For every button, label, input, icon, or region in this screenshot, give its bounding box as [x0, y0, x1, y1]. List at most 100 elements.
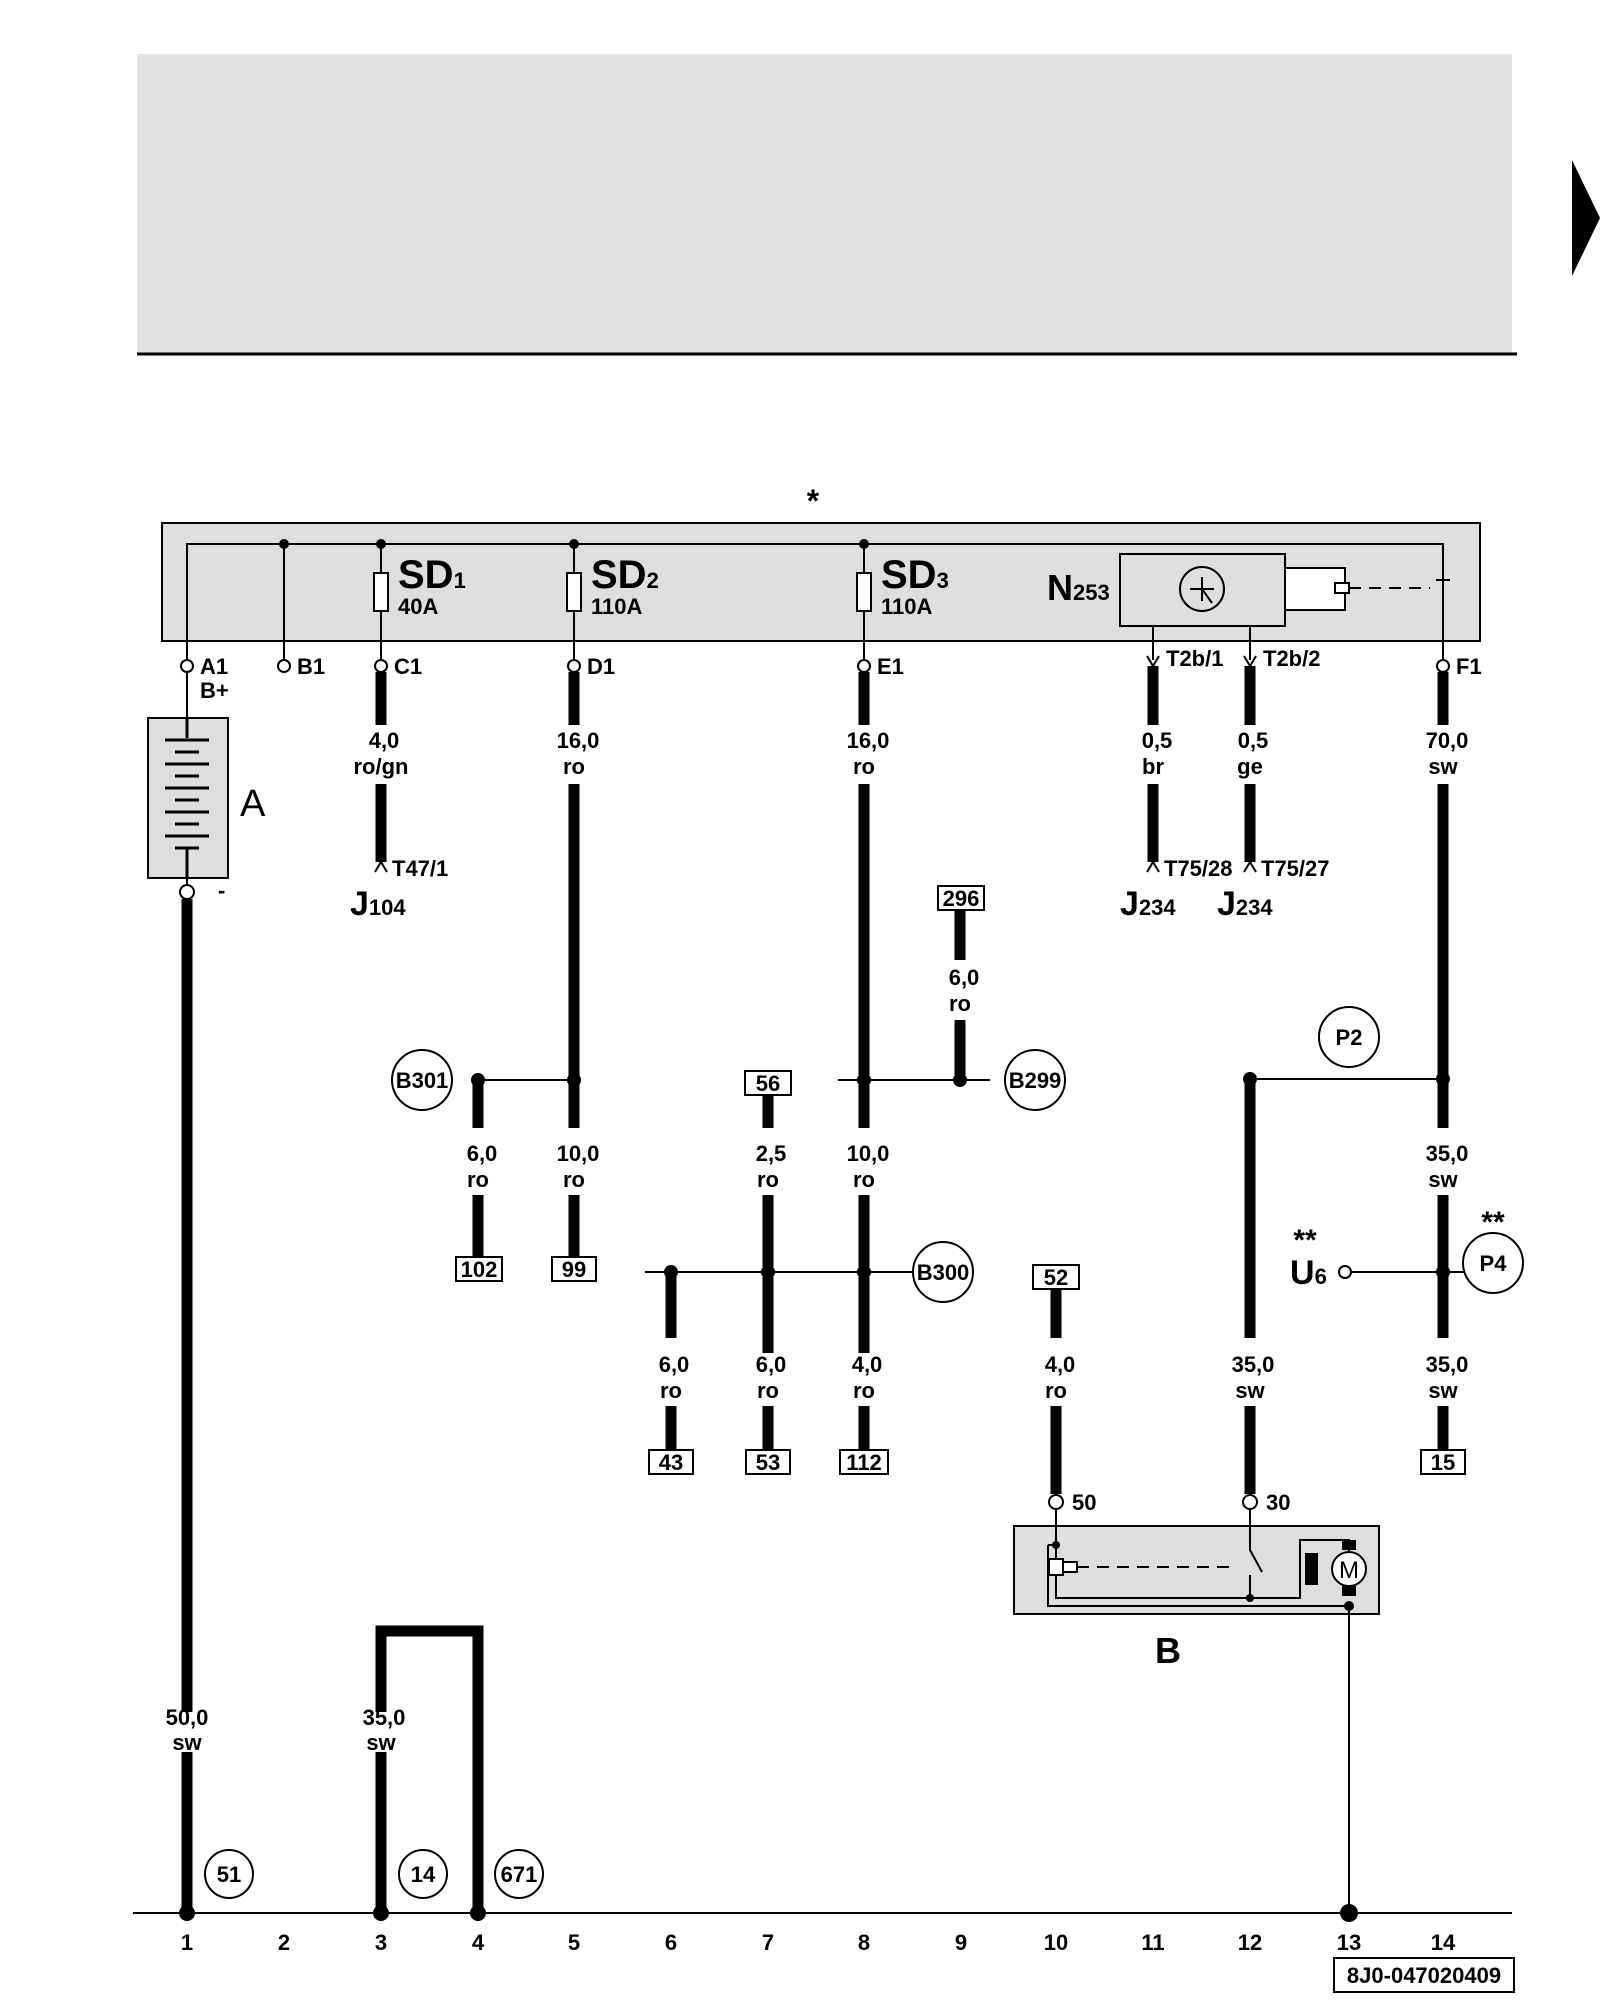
- junction-b300-112: [857, 1265, 871, 1279]
- connector-t75-28-label: T75/28: [1164, 856, 1233, 881]
- connection-b300-circle: [912, 1241, 974, 1303]
- wire-102-size: 6,0: [467, 1141, 498, 1166]
- connection-b301-label: B301: [396, 1068, 449, 1093]
- ref-15-box[interactable]: [1420, 1449, 1466, 1475]
- connection-p2-label: P2: [1336, 1025, 1363, 1050]
- wire-53-color: ro: [757, 1378, 779, 1403]
- connection-b301-circle: [391, 1049, 453, 1111]
- pin-f1-label: F1: [1456, 654, 1482, 679]
- wire-track3-color: sw: [366, 1730, 396, 1755]
- track-number-9: 9: [955, 1930, 967, 1955]
- igniter-symbol-icon: [1179, 566, 1225, 612]
- connector-t75-27-label: T75/27: [1261, 856, 1330, 881]
- track-number-3: 3: [375, 1930, 387, 1955]
- u6-socket-pin: [1338, 1265, 1352, 1279]
- battery-cells-icon: [165, 718, 209, 878]
- connector-t75-27-icon: [1243, 860, 1257, 873]
- ref-102-box[interactable]: [455, 1256, 503, 1282]
- ground-671-circle: [494, 1849, 544, 1899]
- fuse-sd2-label: SD2: [591, 553, 659, 597]
- isolation-actuator-element: [1334, 582, 1350, 594]
- next-page-arrow-icon[interactable]: [1572, 160, 1600, 276]
- ref-99-box[interactable]: [551, 1256, 597, 1282]
- fuse-sd1-label: SD1: [398, 553, 466, 597]
- pin-a1: [180, 659, 194, 673]
- track-number-13: 13: [1337, 1930, 1361, 1955]
- wire-56-size: 2,5: [756, 1141, 787, 1166]
- pin-bplus-label: B+: [200, 678, 229, 703]
- wire-d1-color: ro: [563, 754, 585, 779]
- ref-43-box[interactable]: [648, 1449, 694, 1475]
- pin-t2b2-label: T2b/2: [1263, 646, 1320, 671]
- wire-f1b-size: 35,0: [1426, 1141, 1469, 1166]
- pin-c1: [374, 659, 388, 673]
- pin-b1-label: B1: [297, 654, 325, 679]
- wire-track3-size: 35,0: [363, 1705, 406, 1730]
- wire-15-color: sw: [1428, 1378, 1458, 1403]
- wire-track1-size: 50,0: [166, 1705, 209, 1730]
- wire-track3-label-gap: [370, 1712, 392, 1752]
- starter-pin-50: [1048, 1494, 1064, 1510]
- ref-56-label[interactable]: 56: [756, 1071, 780, 1096]
- pin-c1-label: C1: [394, 654, 422, 679]
- ref-102-label[interactable]: 102: [461, 1257, 498, 1282]
- pin-e1-label: E1: [877, 654, 904, 679]
- ref-53-label[interactable]: 53: [756, 1450, 780, 1475]
- starter-solenoid-coil: [1048, 1558, 1064, 1576]
- ground-671-label: 671: [501, 1862, 538, 1887]
- ref-99-label[interactable]: 99: [562, 1257, 586, 1282]
- doc-ref-box: [1333, 1957, 1515, 1993]
- starter-pin-50-label: 50: [1072, 1490, 1096, 1515]
- doc-ref-label: 8J0-047020409: [1347, 1963, 1501, 1988]
- wire-112-size: 4,0: [852, 1352, 883, 1377]
- pin-e1: [857, 659, 871, 673]
- ref-43-label[interactable]: 43: [659, 1450, 683, 1475]
- track-number-1: 1: [181, 1930, 193, 1955]
- wire-track3-4-loop: [375, 1625, 484, 1912]
- connection-b299-label: B299: [1009, 1068, 1062, 1093]
- starter-internal-loop: [1055, 1575, 1250, 1599]
- ground-14-label: 14: [411, 1862, 436, 1887]
- pin-b1: [277, 659, 291, 673]
- connection-b300-label: B300: [917, 1260, 970, 1285]
- starter-pin-30-label: 30: [1266, 1490, 1290, 1515]
- rail-junction-13: [1340, 1904, 1358, 1922]
- ref-56-box[interactable]: [744, 1070, 792, 1096]
- wire-52-color: ro: [1045, 1378, 1067, 1403]
- battery-a-label: A: [240, 783, 266, 825]
- connector-t47-icon: [374, 860, 388, 873]
- wire-e1-size: 16,0: [847, 728, 890, 753]
- isolation-switch-contact: [1436, 570, 1450, 610]
- wire-8b-size: 10,0: [847, 1141, 890, 1166]
- rail-junction-1: [179, 1905, 195, 1921]
- track-number-11: 11: [1141, 1930, 1164, 1955]
- track-number-12: 12: [1238, 1930, 1262, 1955]
- ref-53-box[interactable]: [745, 1449, 791, 1475]
- wire-8b-color: ro: [853, 1167, 875, 1192]
- u6-marker: **: [1293, 1224, 1317, 1257]
- wire-112-color: ro: [853, 1378, 875, 1403]
- ref-52-label[interactable]: 52: [1044, 1265, 1068, 1290]
- battery-minus-label: -: [218, 878, 225, 903]
- wire-15-size: 35,0: [1426, 1352, 1469, 1377]
- ground-14-circle: [398, 1849, 448, 1899]
- wire-f1-color: sw: [1428, 754, 1458, 779]
- connector-t75-28-icon: [1146, 860, 1160, 873]
- ref-112-label[interactable]: 112: [846, 1450, 882, 1475]
- wire-f1b-color: sw: [1428, 1167, 1458, 1192]
- junction-b300-53: [761, 1265, 775, 1279]
- fuse-sd3-symbol: [856, 572, 872, 612]
- n253-label: N253: [1047, 567, 1110, 608]
- starter-b-label: B: [1155, 1630, 1181, 1671]
- ref-296-box[interactable]: [937, 885, 985, 911]
- wire-99-size: 10,0: [557, 1141, 600, 1166]
- wire-d1-size: 16,0: [557, 728, 600, 753]
- junction-p2-right: [1436, 1072, 1450, 1086]
- wire-30-size: 35,0: [1232, 1352, 1275, 1377]
- ref-112-box[interactable]: [839, 1449, 889, 1475]
- ref-296-label[interactable]: 296: [943, 886, 980, 911]
- ref-15-label[interactable]: 15: [1431, 1450, 1455, 1475]
- battery-minus-pin: [179, 884, 195, 900]
